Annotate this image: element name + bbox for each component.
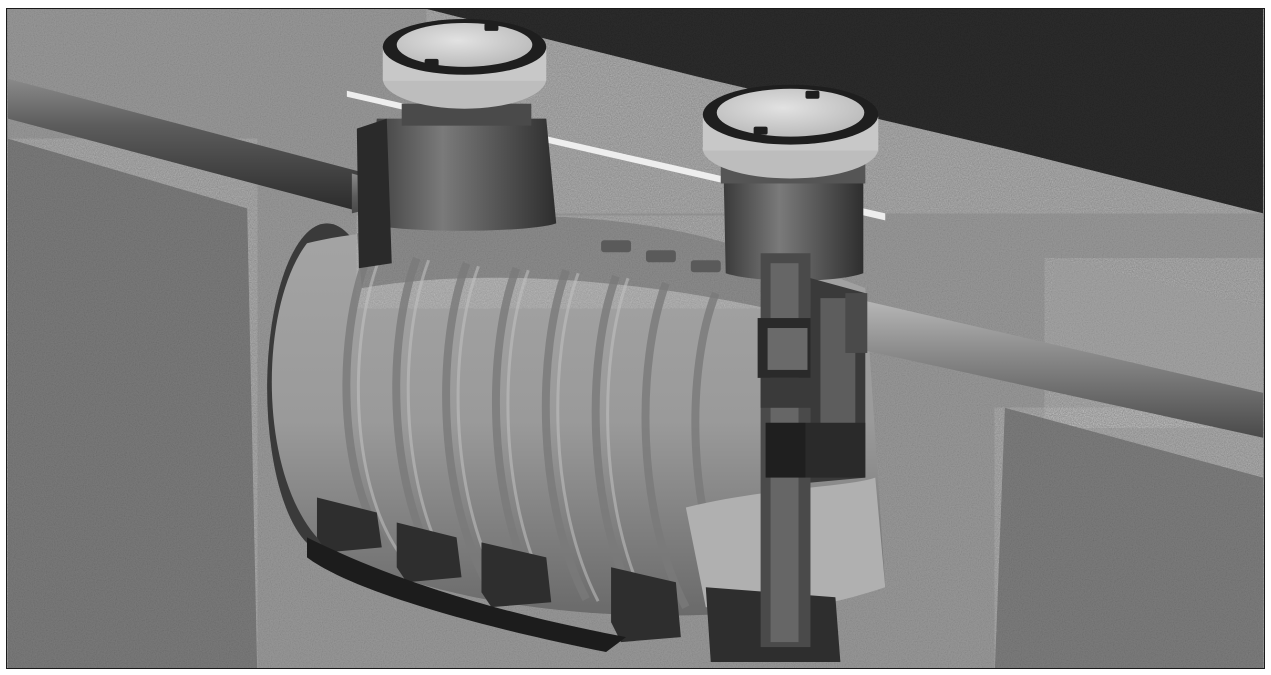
tank: [267, 215, 886, 616]
septic-tank-illustration: [7, 9, 1264, 668]
outlet-pipe: [845, 293, 1264, 438]
access-lid-right: [702, 84, 879, 179]
internal-baffle: [757, 253, 866, 648]
access-lid-left: [382, 18, 547, 109]
riser-left: [356, 103, 557, 269]
illustration-frame: [6, 8, 1265, 669]
